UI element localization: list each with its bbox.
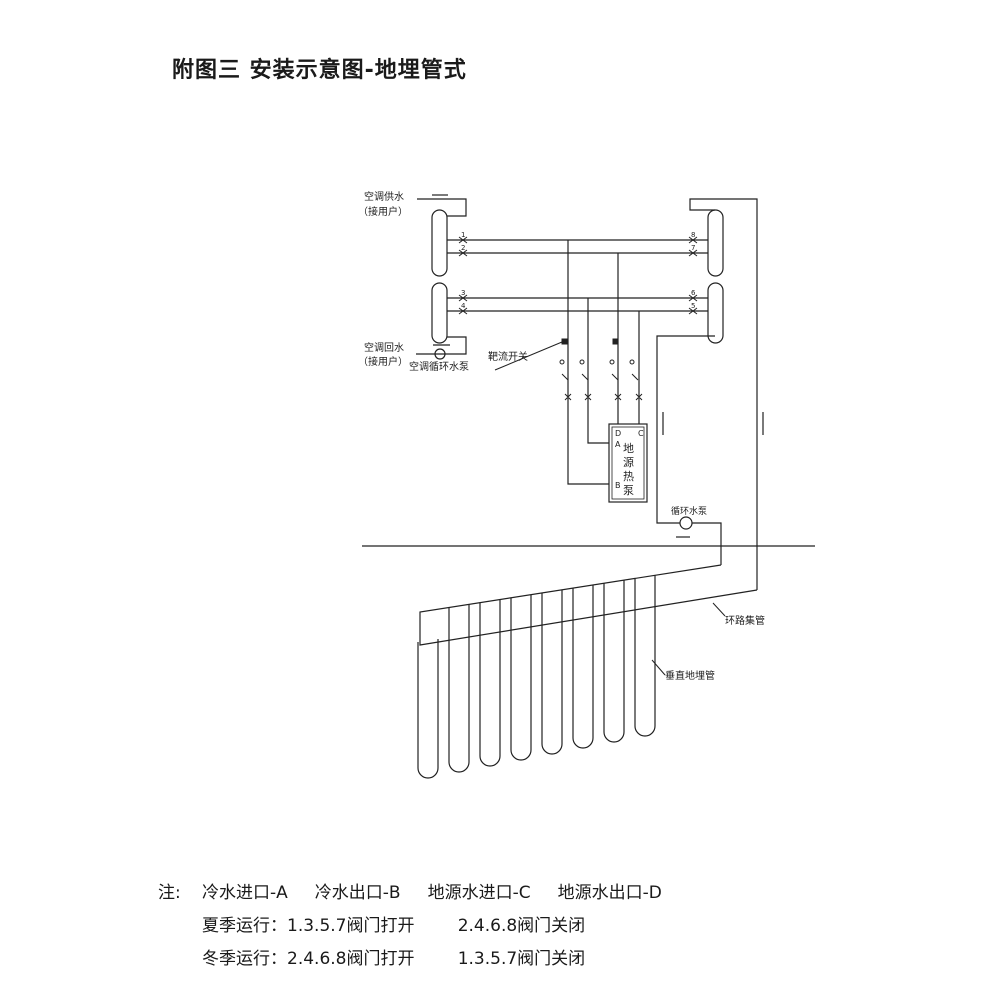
valve-8-label: 8 (691, 231, 695, 239)
svg-text:C: C (638, 429, 644, 438)
return-label: 空调回水 (364, 341, 404, 354)
page-title: 附图三 安装示意图-地埋管式 (172, 58, 467, 83)
supply-header-right (707, 209, 724, 277)
loop-pipe-return (689, 198, 758, 590)
vertical-ground-pipes (417, 575, 656, 779)
note-line-2: 夏季运行：1.3.5.7阀门打开 2.4.6.8阀门关闭 (202, 916, 586, 936)
svg-text:泵: 泵 (623, 484, 634, 497)
loop-pump-icon (679, 516, 693, 530)
u-tube (479, 599, 501, 767)
svg-text:A: A (615, 440, 621, 449)
pipe-to-a (587, 298, 609, 444)
loop-pump-label: 循环水泵 (671, 505, 707, 517)
return-pipe (416, 336, 467, 355)
valve-5-label: 5 (691, 302, 695, 310)
valve-4-label: 4 (461, 302, 466, 310)
flow-switch-leader (494, 341, 563, 371)
svg-text:热: 热 (623, 470, 634, 483)
note-line-1: 冷水进口-A 冷水出口-B 地源水进口-C 地源水出口-D (202, 883, 662, 903)
ac-pump-icon (434, 348, 446, 360)
valve-icons (458, 236, 698, 315)
u-tube (572, 585, 594, 749)
note-line-3: 冬季运行：2.4.6.8阀门打开 1.3.5.7阀门关闭 (202, 949, 586, 969)
vertical-pipe-label: 垂直地埋管 (665, 669, 715, 682)
return-sub-label: （接用户） (358, 355, 408, 368)
return-header-right (707, 282, 724, 344)
ac-pump-label: 空调循环水泵 (409, 360, 469, 373)
supply-sub-label: （接用户） (358, 205, 408, 218)
pipe-to-b (567, 240, 609, 485)
u-tube (510, 594, 532, 761)
valve-6-label: 6 (691, 289, 696, 297)
svg-text:源: 源 (623, 455, 634, 469)
heat-pump-unit (608, 423, 648, 503)
note-prefix: 注: (158, 883, 181, 903)
supply-header-left (431, 209, 448, 277)
u-tube (541, 589, 563, 755)
svg-text:D: D (615, 429, 621, 438)
supply-label: 空调供水 (364, 190, 404, 203)
u-tube (417, 639, 439, 779)
supply-pipe (417, 198, 467, 217)
fittings (559, 338, 643, 401)
return-header-left (431, 282, 448, 344)
loop-header (419, 564, 758, 646)
svg-text:B: B (615, 481, 621, 490)
u-tube (634, 575, 656, 737)
header-label: 环路集管 (725, 614, 765, 627)
flow-switch-label: 靶流开关 (488, 350, 528, 363)
u-tube (603, 580, 625, 743)
valve-3-label: 3 (461, 289, 465, 297)
valve-1-label: 1 (461, 231, 465, 239)
loop-pipe-out (656, 335, 722, 565)
u-tube (448, 604, 470, 773)
valve-7-label: 7 (691, 244, 695, 252)
svg-text:地: 地 (623, 442, 634, 455)
valve-2-label: 2 (461, 244, 465, 252)
